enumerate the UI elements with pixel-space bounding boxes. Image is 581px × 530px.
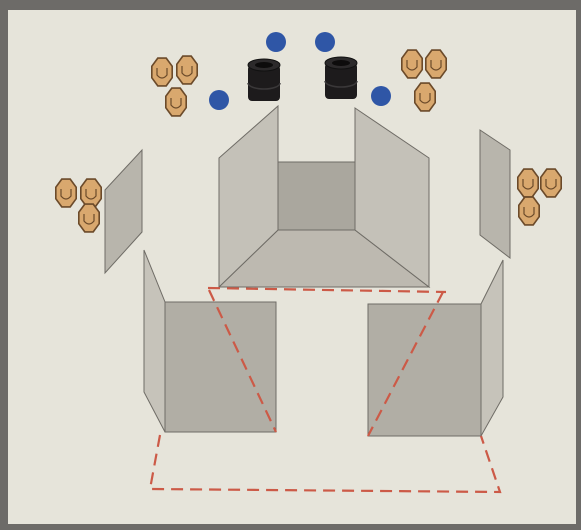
bottom-right-booth-back [368,304,481,436]
blue-dot-icon [266,32,286,52]
right-side-panel [480,130,510,258]
octagon-token-icon [402,50,422,78]
octagon-token-icon [415,83,435,111]
blue-dot-icon [315,32,335,52]
black-cylinder-icon [325,57,357,99]
octagon-token-icon [79,204,99,232]
black-cylinder-icon [248,59,280,101]
octagon-token-icon [518,169,538,197]
bottom-left-booth-back [165,302,276,432]
octagon-token-icon [519,197,539,225]
octagon-token-icon [177,56,197,84]
octagon-token-icon [166,88,186,116]
blue-dot-icon [209,90,229,110]
octagon-token-icon [81,179,101,207]
octagon-token-icon [541,169,561,197]
center-booth-back-wall [278,162,355,230]
blue-dot-icon [371,86,391,106]
octagon-token-icon [152,58,172,86]
octagon-token-icon [56,179,76,207]
octagon-token-icon [426,50,446,78]
